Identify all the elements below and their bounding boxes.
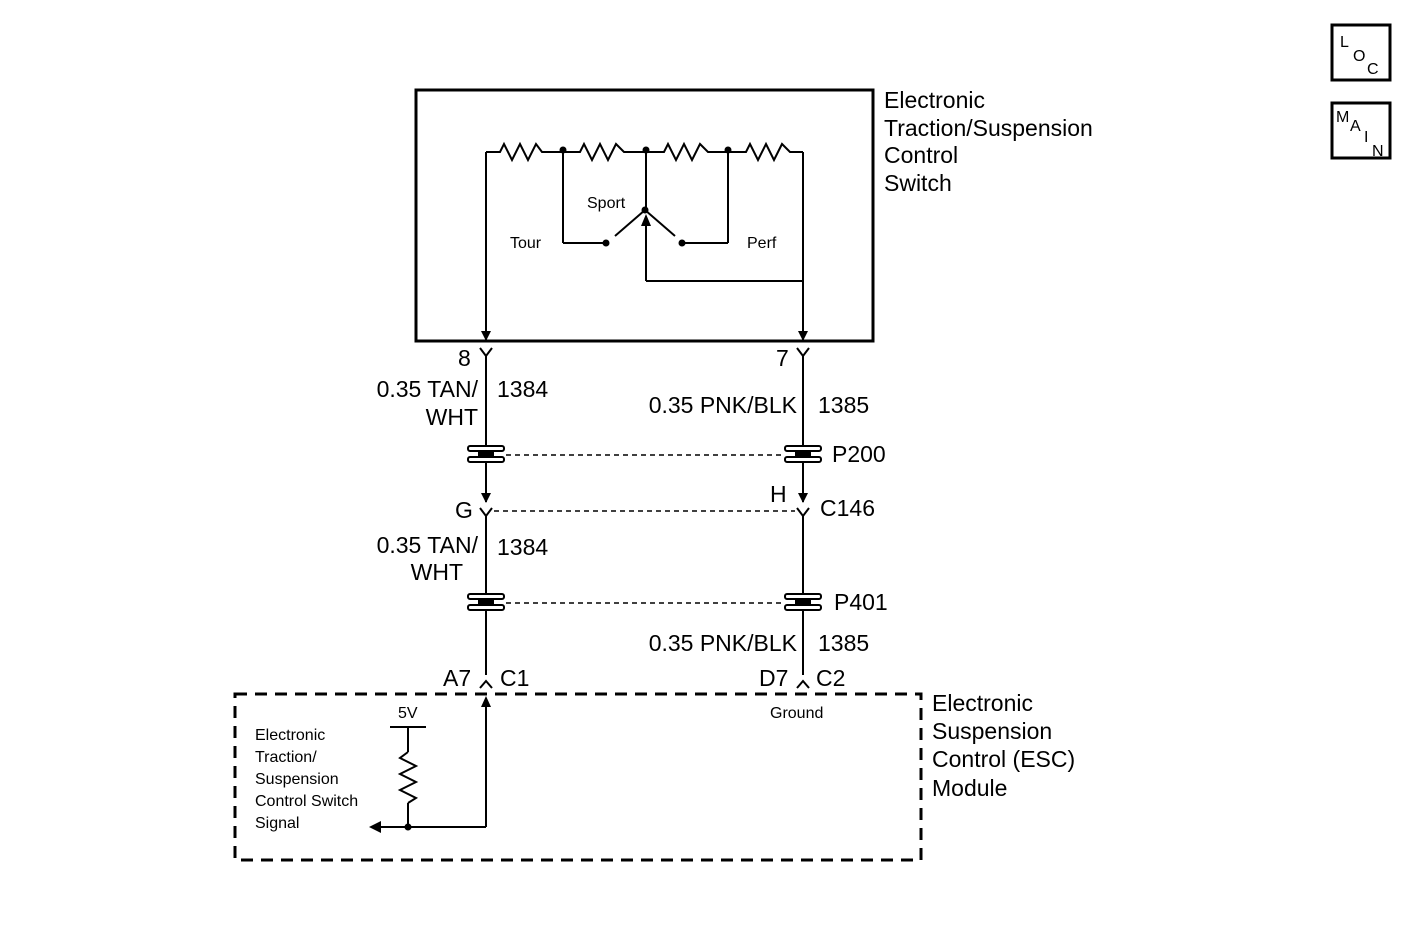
esc-module-housing (233, 692, 923, 862)
signal-label: Electronic Traction/ Suspension Control … (255, 727, 363, 832)
position-label-perf: Perf (747, 235, 777, 252)
wire-circuit-1384 (479, 152, 493, 689)
connector-label-c146: C146 (820, 495, 875, 521)
main-letter-a: A (1350, 118, 1361, 135)
position-label-sport: Sport (587, 195, 626, 212)
connector-label-p200: P200 (832, 441, 886, 467)
loc-letter-l: L (1340, 34, 1349, 51)
wire-color-left-upper: 0.35 TAN/ (377, 376, 479, 402)
loc-letter-c: C (1367, 61, 1379, 78)
mode-selector-switch (562, 152, 803, 282)
pull-up-circuit (369, 696, 491, 833)
switch-title: Electronic Traction/Suspension Control S… (884, 87, 1099, 196)
wire-color-right-lower: 0.35 PNK/BLK (649, 630, 798, 656)
main-letter-n: N (1372, 143, 1384, 160)
switch-pin-8: 8 (458, 345, 471, 371)
wire-circuit-1385 (796, 152, 810, 689)
circuit-number-right-upper: 1385 (818, 392, 869, 418)
connector-label-p401: P401 (834, 589, 888, 615)
main-letter-m: M (1336, 109, 1349, 126)
module-pin-d7: D7 (759, 665, 788, 691)
circuit-number-right-lower: 1385 (818, 630, 869, 656)
wire-color-right-upper: 0.35 PNK/BLK (649, 392, 798, 418)
module-title: Electronic Suspension Control (ESC) Modu… (932, 690, 1082, 801)
position-label-tour: Tour (510, 235, 542, 252)
c146-pin-g: G (455, 497, 473, 523)
module-connector-c1: C1 (500, 665, 529, 691)
switch-pin-7: 7 (776, 345, 789, 371)
main-button[interactable]: M A I N (1330, 101, 1392, 160)
circuit-number-left-upper: 1384 (497, 376, 548, 402)
connector-p200 (467, 445, 822, 463)
c146-pin-h: H (770, 481, 787, 507)
supply-voltage-label: 5V (398, 705, 418, 722)
circuit-number-left-lower: 1384 (497, 534, 548, 560)
loc-button[interactable]: L O C (1330, 23, 1392, 82)
wire-color-left-lower: 0.35 TAN/ (377, 532, 479, 558)
wire-color-left-upper-cont: WHT (426, 404, 478, 430)
resistor-ladder (486, 141, 803, 163)
connector-p401 (467, 593, 822, 611)
wire-color-left-lower-cont: WHT (411, 559, 463, 585)
module-pin-a7: A7 (443, 665, 471, 691)
loc-letter-o: O (1353, 48, 1365, 65)
ground-label: Ground (770, 705, 823, 722)
module-connector-c2: C2 (816, 665, 845, 691)
signal-arrow-icon (369, 821, 381, 833)
main-letter-i: I (1364, 129, 1368, 146)
switch-housing (414, 88, 875, 343)
